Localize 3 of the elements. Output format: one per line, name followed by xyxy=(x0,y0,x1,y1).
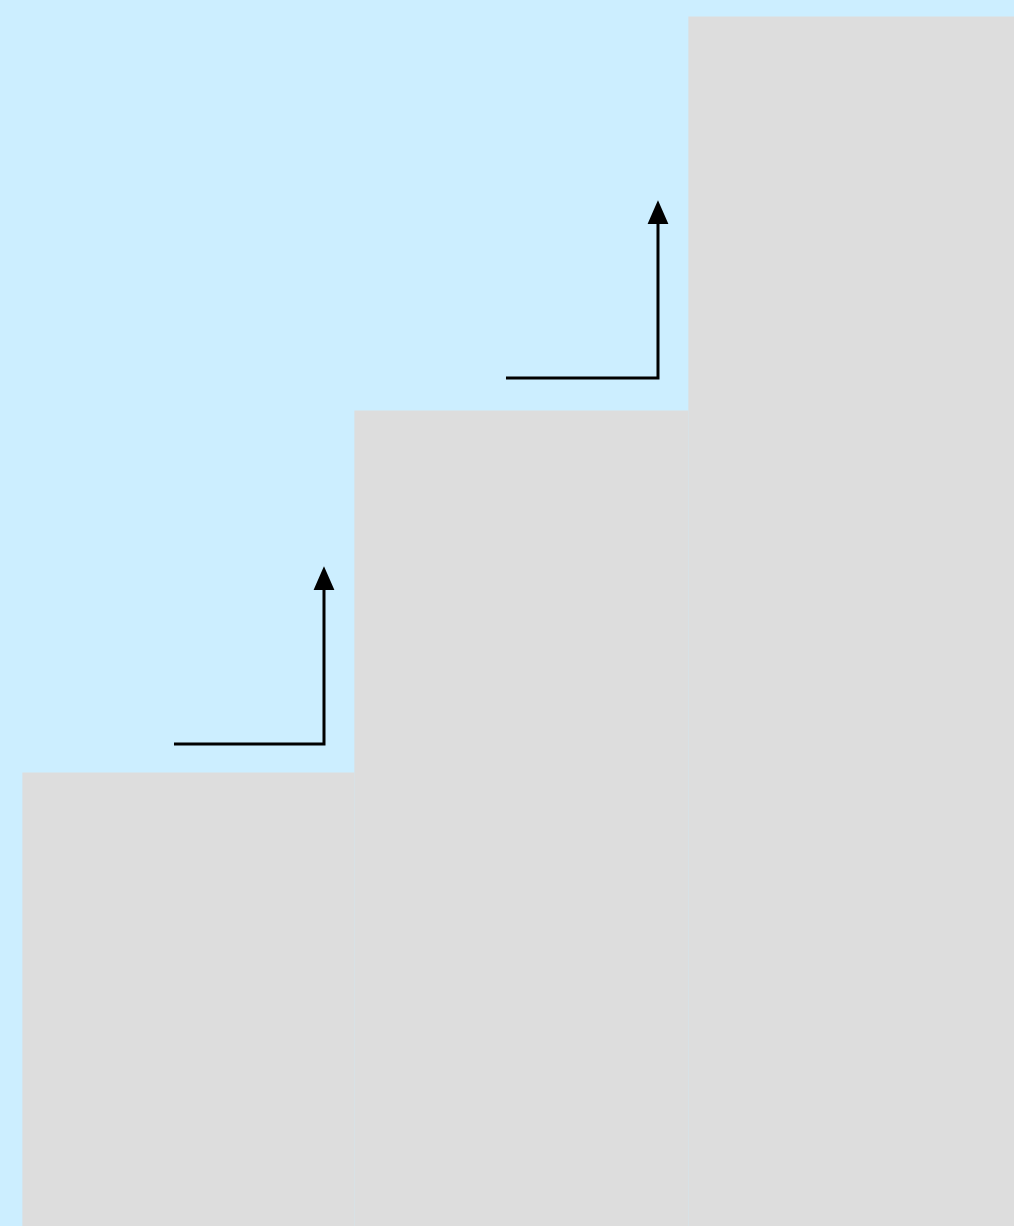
stair-step xyxy=(22,772,355,1226)
stair-step xyxy=(688,16,1014,1226)
stair-step xyxy=(354,410,689,1226)
